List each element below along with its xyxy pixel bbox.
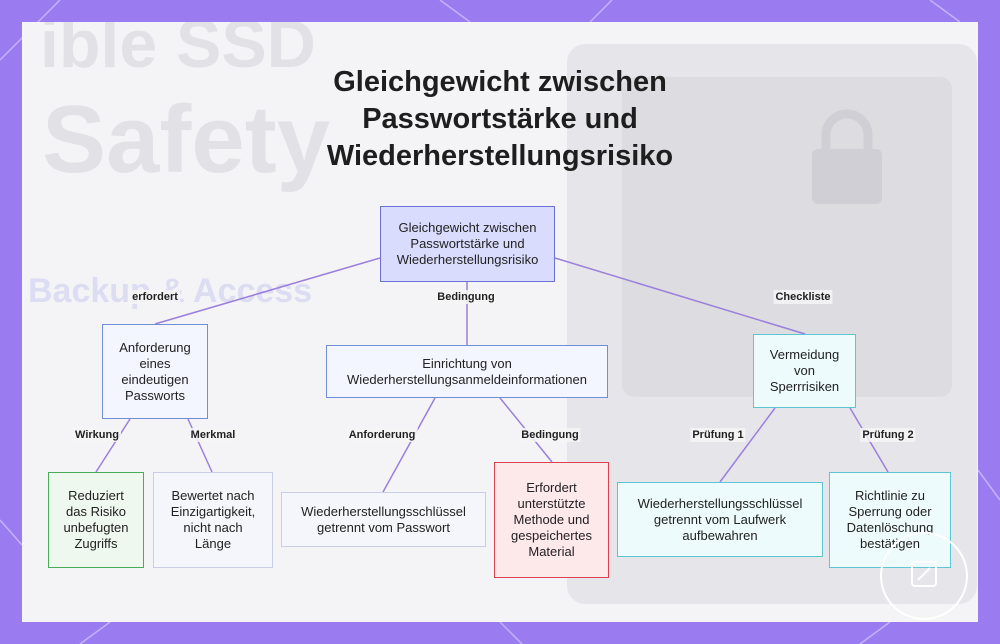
node-uniqueness: Bewertet nach Einzigartigkeit, nicht nac…: [153, 472, 273, 568]
edge-label-right-b: Prüfung 2: [860, 428, 916, 442]
edge-mid-a: [382, 397, 436, 493]
edge-label-left-a: Wirkung: [73, 428, 121, 442]
edge-label-root-middle: Bedingung: [435, 290, 497, 304]
edge-label-left-b: Merkmal: [188, 428, 238, 442]
edge-label-root-left: erfordert: [130, 290, 180, 304]
node-root: Gleichgewicht zwischen Passwortstärke un…: [380, 206, 555, 282]
node-recovery-credentials: Einrichtung von Wiederherstellungsanmeld…: [326, 345, 608, 398]
edge-right-a: [719, 407, 776, 483]
edge-label-root-right: Checkliste: [773, 290, 833, 304]
diagram-title: Gleichgewicht zwischen Passwortstärke un…: [326, 66, 674, 172]
edit-icon: [911, 561, 937, 587]
edge-root-left: [154, 257, 381, 325]
edge-label-right-a: Prüfung 1: [690, 428, 746, 442]
node-lockout-risk: Vermeidung von Sperrrisiken: [753, 334, 856, 408]
node-reduces-risk: Reduziert das Risiko unbefugten Zugriffs: [48, 472, 144, 568]
edge-left-b: [187, 418, 213, 473]
node-unique-password: Anforderung eines eindeutigen Passworts: [102, 324, 208, 419]
node-key-separate-drive: Wiederherstellungsschlüssel getrennt vom…: [617, 482, 823, 557]
edge-label-mid-a: Anforderung: [346, 428, 418, 442]
node-supported-method: Erfordert unterstützte Methode und gespe…: [494, 462, 609, 578]
node-key-separate-password: Wiederherstellungsschlüssel getrennt vom…: [281, 492, 486, 547]
lock-icon: [812, 109, 882, 204]
edge-label-mid-b: Bedingung: [519, 428, 581, 442]
edge-left-a: [95, 418, 131, 473]
watermark-badge: [880, 532, 968, 620]
background-text-1: ible SSD: [40, 22, 316, 82]
edge-root-right: [554, 257, 806, 335]
background-text-2: Safety: [42, 86, 331, 193]
